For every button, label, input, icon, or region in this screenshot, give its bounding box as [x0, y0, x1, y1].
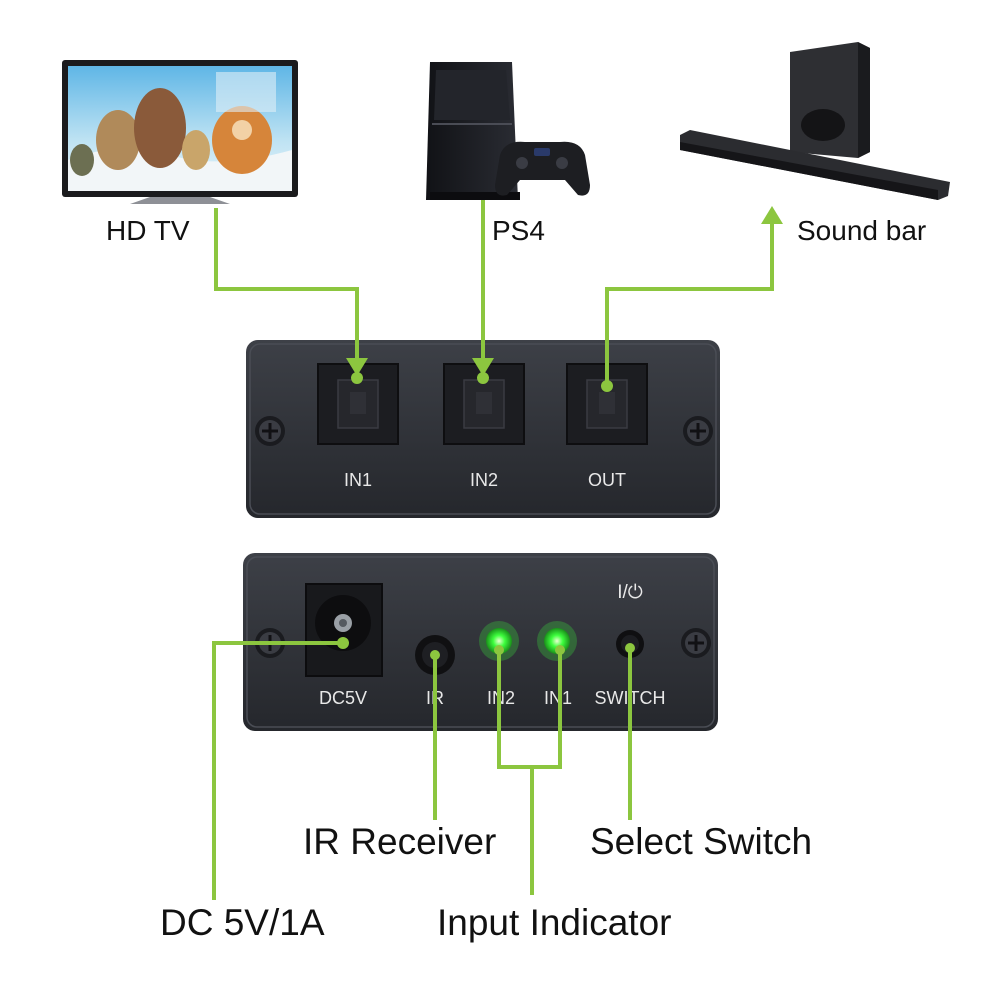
led-in2-indicator [479, 621, 519, 661]
arrow-icon [346, 358, 368, 376]
gamepad-icon [495, 141, 590, 196]
sound-bar-label: Sound bar [797, 215, 926, 246]
subwoofer-icon [790, 42, 870, 158]
dc-power-jack[interactable] [305, 583, 383, 677]
callout-dc-power: DC 5V/1A [160, 902, 325, 943]
screw-icon [681, 628, 711, 658]
power-symbol-label: I/⏻ [617, 582, 643, 603]
hd-tv-icon [62, 60, 298, 204]
callout-ir-receiver: IR Receiver [303, 821, 496, 862]
connector-endpoints [337, 372, 635, 660]
port-label-in2: IN2 [470, 470, 498, 490]
ps4-label: PS4 [492, 215, 545, 246]
arrow-icon [761, 206, 783, 224]
screw-icon [683, 416, 713, 446]
arrow-icon [472, 358, 494, 376]
connector-out-soundbar [605, 222, 774, 384]
callout-select-switch: Select Switch [590, 821, 812, 862]
connector-indicator-callout [497, 650, 562, 895]
hd-tv-label: HD TV [106, 215, 190, 246]
optical-port-in1[interactable] [317, 363, 399, 445]
screw-icon [255, 416, 285, 446]
connector-tv-in1 [214, 208, 359, 360]
ps4-console-icon [426, 62, 520, 200]
jack-label-dc5v: DC5V [319, 688, 367, 708]
led-in1-indicator [537, 621, 577, 661]
sound-bar-icon [680, 130, 950, 200]
connector-dc-callout [212, 641, 343, 900]
callout-input-indicator: Input Indicator [437, 902, 671, 943]
port-label-in1: IN1 [344, 470, 372, 490]
port-label-out: OUT [588, 470, 626, 490]
